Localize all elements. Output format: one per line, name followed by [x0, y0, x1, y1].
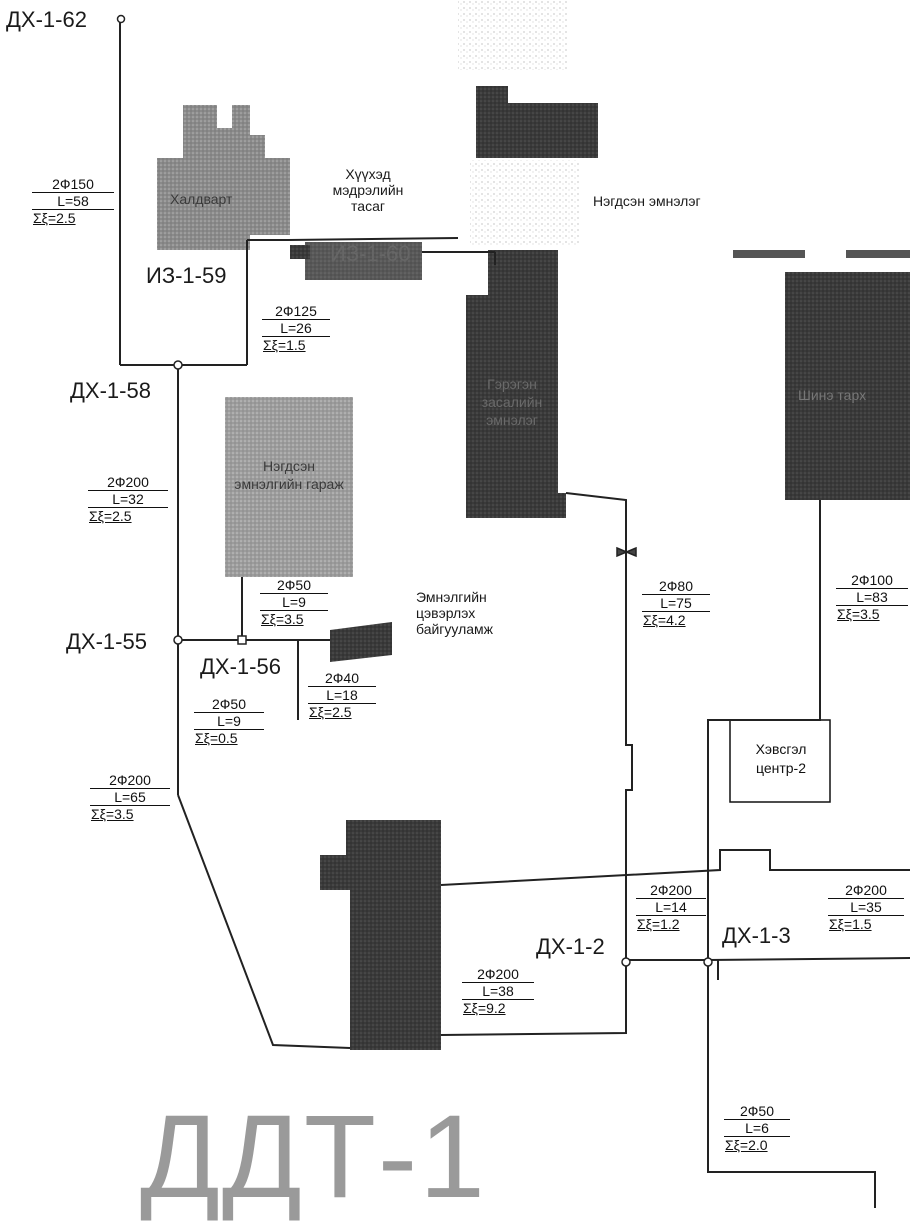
building-negdsen-emneleg [476, 86, 598, 158]
building-shine-tarkh [785, 272, 910, 500]
pipe-diameter: 2Ф200 [828, 882, 904, 899]
node-dx-1-56 [237, 635, 247, 645]
pipe-length: L=83 [836, 589, 908, 606]
valve-icon [616, 546, 637, 558]
label-dx-1-3: ДХ-1-3 [722, 923, 791, 948]
pipe-length: L=9 [260, 594, 328, 611]
pipe-resistance: Σξ=2.0 [725, 1137, 768, 1153]
pipe-diameter: 2Ф200 [636, 882, 706, 899]
label-iz-1-60: ИЗ-1-60 [330, 241, 411, 266]
pipe-resistance: Σξ=1.2 [637, 916, 680, 932]
node-dx-1-2 [621, 957, 631, 967]
pipe-annotation: 2Ф50 L=9 Σξ=3.5 [260, 577, 328, 627]
pipe-annotation: 2Ф200 L=32 Σξ=2.5 [88, 474, 168, 524]
pipe-diameter: 2Ф50 [194, 696, 264, 713]
pipe-diameter: 2Ф80 [642, 578, 710, 595]
pipe-length: L=6 [724, 1120, 790, 1137]
label-khaldvart: Халдварт [170, 191, 233, 207]
building-tseverlekh [330, 622, 392, 662]
pipe-annotation: 2Ф200 L=38 Σξ=9.2 [462, 966, 534, 1016]
pipe-length: L=18 [308, 687, 376, 704]
label-negdsen: Нэгдсэн эмнэлэг [593, 193, 701, 209]
label-khevsgel: Хэвсгэл центр-2 [755, 741, 807, 776]
building-annex [290, 245, 310, 259]
pipe-length: L=32 [88, 491, 168, 508]
pipe-resistance: Σξ=3.5 [261, 611, 304, 627]
node-dx-1-55 [173, 635, 183, 645]
road-marking [733, 250, 805, 258]
scan-noise [470, 160, 580, 245]
label-dx-1-62: ДХ-1-62 [6, 7, 87, 32]
node-dx-1-58 [173, 360, 183, 370]
building-khaldvart [157, 105, 290, 250]
pipe-diameter: 2Ф40 [308, 670, 376, 687]
pipe-length: L=26 [262, 320, 330, 337]
pipe-length: L=14 [636, 899, 706, 916]
pipe-length: L=38 [462, 983, 534, 1000]
label-dx-1-55: ДХ-1-55 [66, 629, 147, 654]
pipe-resistance: Σξ=0.5 [195, 730, 238, 746]
pipe-diameter: 2Ф100 [836, 572, 908, 589]
pipe-diameter: 2Ф50 [260, 577, 328, 594]
pipe-resistance: Σξ=3.5 [837, 606, 880, 622]
pipe-lines [119, 22, 910, 1208]
pipe-annotation: 2Ф200 L=14 Σξ=1.2 [636, 882, 706, 932]
pipe-annotation: 2Ф150 L=58 Σξ=2.5 [32, 176, 114, 226]
label-dx-1-56: ДХ-1-56 [200, 654, 281, 679]
pipe-annotation: 2Ф50 L=6 Σξ=2.0 [724, 1103, 790, 1153]
pipe-annotation: 2Ф200 L=35 Σξ=1.5 [828, 882, 904, 932]
pipe-resistance: Σξ=2.5 [33, 210, 76, 226]
pipe-annotation: 2Ф50 L=9 Σξ=0.5 [194, 696, 264, 746]
node-dx-1-3 [703, 957, 713, 967]
pipe-length: L=9 [194, 713, 264, 730]
pipe-diameter: 2Ф125 [262, 303, 330, 320]
pipe-annotation: 2Ф125 L=26 Σξ=1.5 [262, 303, 330, 353]
pipe-annotation: 2Ф200 L=65 Σξ=3.5 [90, 772, 170, 822]
label-khuukhed: Хүүхэд мэдрэлийн тасаг [332, 166, 404, 215]
node-dx-1-62 [116, 14, 126, 24]
scan-noise [458, 0, 568, 70]
pipe-diameter: 2Ф50 [724, 1103, 790, 1120]
label-zasliin: Гэрэгэн засалийн эмнэлэг [481, 376, 543, 429]
label-dx-1-58: ДХ-1-58 [70, 378, 151, 403]
pipe-length: L=58 [32, 193, 114, 210]
pipe-diameter: 2Ф200 [88, 474, 168, 491]
label-shine-tarkh: Шинэ тарх [798, 387, 867, 403]
building-khevsgel [729, 719, 831, 803]
pipe-diameter: 2Ф150 [32, 176, 114, 193]
pipe-resistance: Σξ=2.5 [89, 508, 132, 524]
pipe-resistance: Σξ=1.5 [829, 916, 872, 932]
pipe-resistance: Σξ=2.5 [309, 704, 352, 720]
building-iz-1-60 [305, 242, 422, 280]
building-zasliin [466, 250, 566, 518]
pipe-resistance: Σξ=3.5 [91, 806, 134, 822]
building-central [320, 820, 441, 1050]
building-garazh [225, 397, 353, 577]
pipe-diameter: 2Ф200 [90, 772, 170, 789]
pipe-length: L=35 [828, 899, 904, 916]
label-garazh: Нэгдсэн эмнэлгийн гараж [234, 458, 344, 492]
pipe-diameter: 2Ф200 [462, 966, 534, 983]
pipe-resistance: Σξ=1.5 [263, 337, 306, 353]
pipe-length: L=75 [642, 595, 710, 612]
pipe-resistance: Σξ=9.2 [463, 1000, 506, 1016]
label-dx-1-2: ДХ-1-2 [536, 934, 605, 959]
pipe-annotation: 2Ф40 L=18 Σξ=2.5 [308, 670, 376, 720]
page-title: ДДТ-1 [140, 1091, 487, 1223]
label-iz-1-59: ИЗ-1-59 [146, 263, 227, 288]
road-marking [846, 250, 910, 258]
pipe-annotation: 2Ф80 L=75 Σξ=4.2 [642, 578, 710, 628]
pipe-length: L=65 [90, 789, 170, 806]
pipe-resistance: Σξ=4.2 [643, 612, 686, 628]
label-tseverlekh: Эмнэлгийн цэвэрлэх байгууламж [416, 589, 494, 638]
pipe-annotation: 2Ф100 L=83 Σξ=3.5 [836, 572, 908, 622]
node-markers [116, 14, 713, 967]
